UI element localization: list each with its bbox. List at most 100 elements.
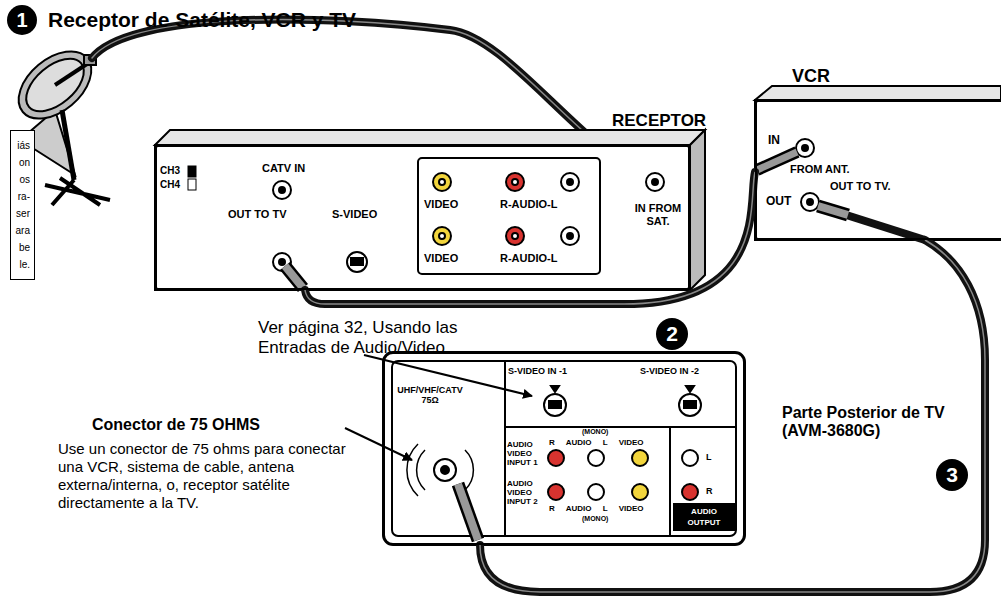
part-label: VIDEO xyxy=(424,252,458,265)
receiver-ports xyxy=(506,173,524,191)
vcr-body xyxy=(818,206,925,240)
part-label: Conector de 75 OHMS xyxy=(92,416,260,434)
vcr-body xyxy=(802,145,808,151)
tv-back-panel xyxy=(434,459,456,481)
tv-back-panel xyxy=(674,504,734,530)
tv-back-panel xyxy=(669,427,671,536)
tv-back-panel xyxy=(383,352,745,545)
part-label: CATV IN xyxy=(262,162,305,175)
tv-back-panel xyxy=(682,484,698,500)
tv-back-panel xyxy=(632,450,648,466)
receiver-ports xyxy=(273,181,291,199)
receiver-ports xyxy=(561,227,579,245)
part-label: Ver página 32, Usando las Entradas de Au… xyxy=(258,318,470,358)
receiver-body xyxy=(418,158,600,274)
part-label: AUDIO OUTPUT xyxy=(674,506,734,528)
receiver-ports xyxy=(646,173,664,191)
vcr-body xyxy=(801,193,819,211)
receiver-ports xyxy=(439,233,445,239)
tv-back-panel xyxy=(548,484,564,500)
receiver-ports xyxy=(439,179,445,185)
receiver-ports xyxy=(347,252,367,272)
vcr-body xyxy=(755,100,1001,240)
receiver-ports xyxy=(433,227,451,245)
part-label: R-AUDIO-L xyxy=(500,198,557,211)
tv-back-panel xyxy=(684,401,696,408)
tv-back-panel xyxy=(392,361,736,536)
receiver-ports xyxy=(512,179,518,185)
part-label: S-VIDEO IN -1 xyxy=(508,366,567,376)
leader-line xyxy=(345,428,412,460)
receiver-ports xyxy=(652,179,658,185)
callout-number: 2 xyxy=(656,318,688,350)
vcr-body xyxy=(818,206,848,215)
part-label: L xyxy=(706,452,712,462)
device-heading: Parte Posterior de TV (AVM-3680G) xyxy=(782,404,957,441)
receiver-ports xyxy=(279,259,285,265)
part-label: R-AUDIO-L xyxy=(500,252,557,265)
part-label: AUDIO VIDEO INPUT 1 xyxy=(507,440,543,467)
receiver-body xyxy=(690,130,705,290)
part-label: CH4 xyxy=(160,179,180,191)
part-label: IN FROM SAT. xyxy=(630,202,686,227)
tv-back-panel xyxy=(504,361,506,536)
receiver-ports xyxy=(567,233,573,239)
vcr-body xyxy=(807,199,813,205)
device-heading: RECEPTOR xyxy=(612,111,706,131)
part-label: AUDIO VIDEO INPUT 2 xyxy=(507,479,543,506)
receiver-body xyxy=(188,179,196,190)
diagram-title: Receptor de Satélite, VCR y TV xyxy=(48,8,356,32)
tv-back-panel xyxy=(383,352,745,545)
part-label: UHF/VHF/CATV 75Ω xyxy=(395,385,465,406)
cable-highlight xyxy=(480,240,985,592)
tv-back-panel xyxy=(505,426,736,428)
tv-back-panel xyxy=(588,484,604,500)
tv-back-panel xyxy=(551,386,694,392)
receiver-ports xyxy=(561,173,579,191)
leader-line xyxy=(345,355,532,460)
satellite-dish xyxy=(62,110,74,180)
part-label: OUT TO TV xyxy=(228,208,286,221)
part-label: R AUDIO L VIDEO xyxy=(549,504,644,513)
tv-back-panel xyxy=(544,394,566,416)
satellite-dish xyxy=(17,49,94,122)
part-label: OUT xyxy=(766,195,791,209)
satellite-dish xyxy=(6,38,104,132)
receiver-body xyxy=(155,130,705,145)
tv-back-panel xyxy=(549,401,561,408)
tv-back-panel xyxy=(441,466,449,474)
receiver-body xyxy=(155,145,690,290)
tv-back-panel xyxy=(458,484,478,540)
note-box: iás on os ra- ser ara be le. xyxy=(10,130,35,280)
satellite-dish xyxy=(45,178,110,205)
receiver-ports xyxy=(279,187,285,193)
vcr-body xyxy=(796,139,814,157)
part-label: OUT TO TV. xyxy=(830,180,891,193)
device-heading: VCR xyxy=(792,66,830,87)
part-label: CH3 xyxy=(160,165,180,177)
vcr-body xyxy=(755,86,1001,240)
part-label: S-VIDEO IN -2 xyxy=(640,366,699,376)
tv-back-panel xyxy=(632,484,648,500)
receiver-body xyxy=(188,166,196,177)
part-label: VIDEO xyxy=(424,198,458,211)
tv-back-panel xyxy=(548,450,564,466)
tv-back-panel xyxy=(458,484,478,540)
part-label: (MONO) xyxy=(582,428,608,436)
coax-cable xyxy=(480,240,985,592)
callout-number: 3 xyxy=(936,459,968,491)
receiver-ports xyxy=(351,258,363,265)
part-label: FROM ANT. xyxy=(790,163,849,176)
tv-back-panel xyxy=(679,394,701,416)
part-label: IN xyxy=(768,134,780,148)
tv-back-panel xyxy=(682,450,698,466)
receiver-ports xyxy=(567,179,573,185)
receiver-ports xyxy=(512,233,518,239)
coax-cable xyxy=(305,172,755,304)
part-label: Use un conector de 75 ohms para conectar… xyxy=(58,440,363,512)
tv-back-panel xyxy=(588,450,604,466)
vcr-body xyxy=(755,86,1001,100)
part-label: R xyxy=(706,486,713,496)
callout-number: 1 xyxy=(7,5,37,35)
part-label: S-VIDEO xyxy=(332,208,377,221)
